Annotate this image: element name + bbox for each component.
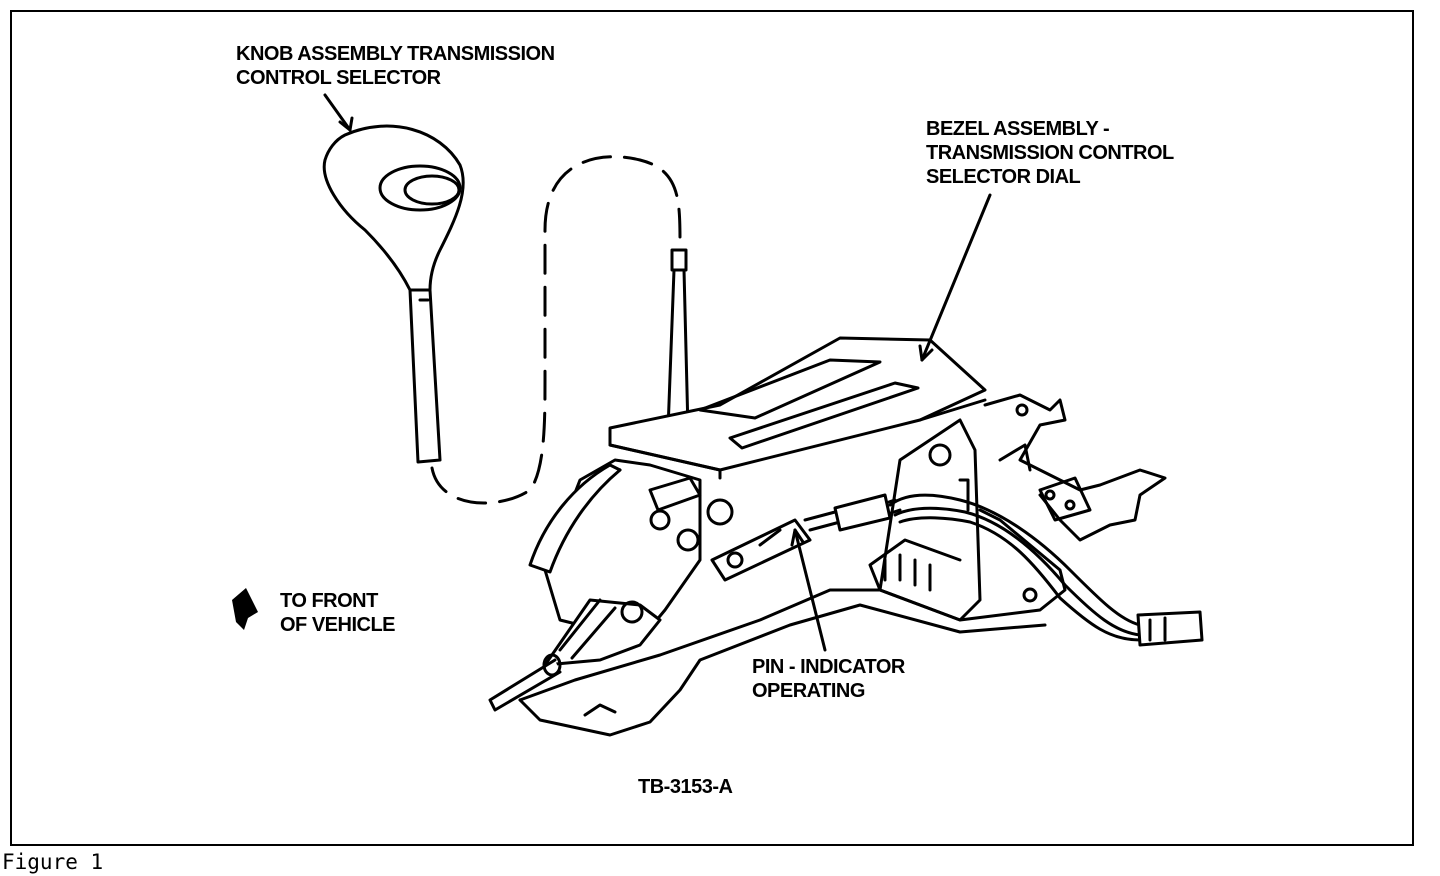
knob-label-line2: CONTROL SELECTOR [236,67,441,89]
knob-assembly [322,124,465,464]
knob-label-line1: KNOB ASSEMBLY TRANSMISSION [236,43,555,65]
bezel-label-line3: SELECTOR DIAL [926,166,1081,188]
front-label-line2: OF VEHICLE [280,614,396,636]
knob-label: KNOB ASSEMBLY TRANSMISSION CONTROL SELEC… [236,42,555,90]
shift-lever [666,248,690,432]
pin-indicator-label: PIN - INDICATOR OPERATING [752,655,905,703]
wiring-harness [803,478,1204,647]
pin-label-line2: OPERATING [752,680,865,702]
front-direction-arrow-icon [232,588,258,630]
bezel-label: BEZEL ASSEMBLY - TRANSMISSION CONTROL SE… [926,117,1174,189]
bezel-assembly [608,336,987,480]
bezel-label-line2: TRANSMISSION CONTROL [926,142,1174,164]
front-label-line1: TO FRONT [280,590,378,612]
diagram-frame [10,10,1414,846]
drawing-id: TB-3153-A [638,776,733,798]
figure-caption: Figure 1 [2,850,104,874]
pin-label-line1: PIN - INDICATOR [752,656,905,678]
bezel-label-line1: BEZEL ASSEMBLY - [926,118,1110,140]
shifter-housing [488,393,1167,737]
front-of-vehicle-label: TO FRONT OF VEHICLE [280,589,396,637]
